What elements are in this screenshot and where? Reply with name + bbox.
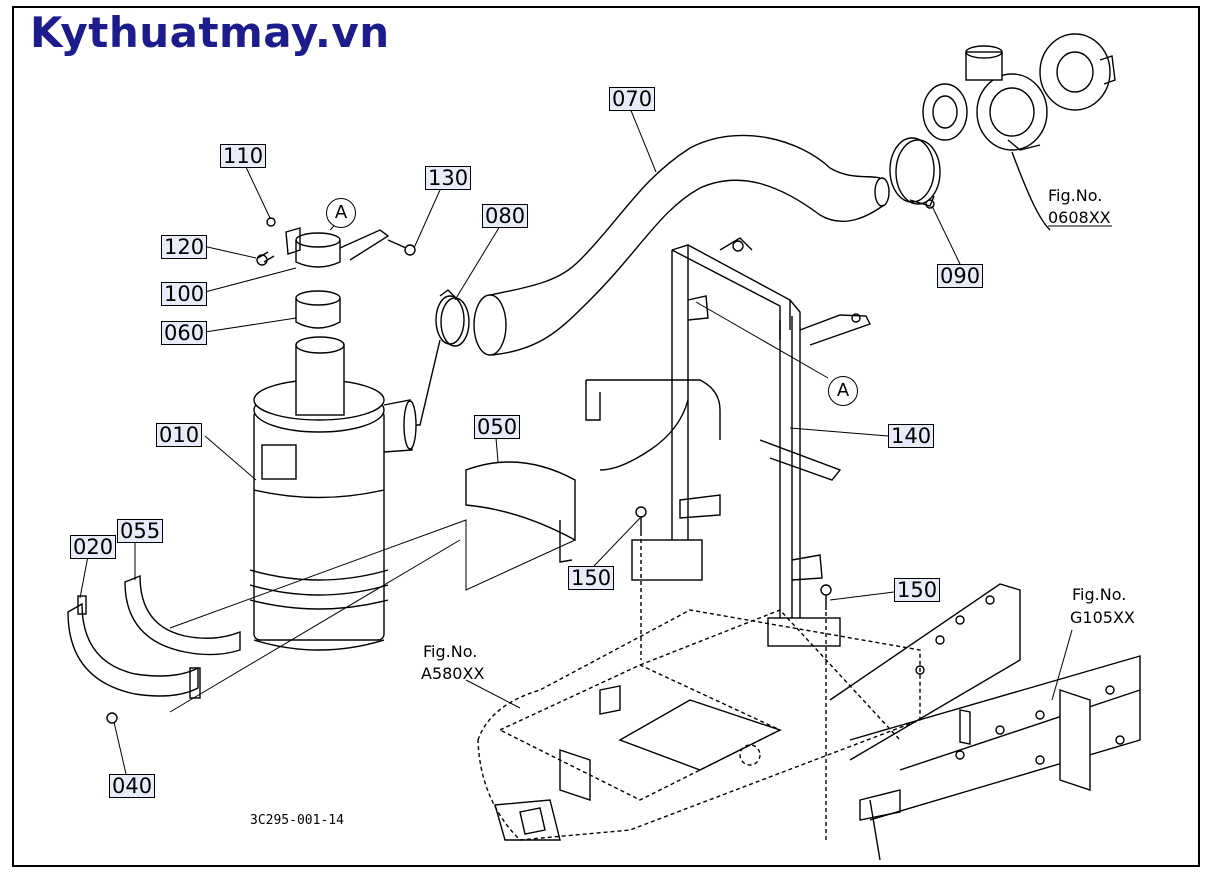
part-tag-110[interactable]: 110: [220, 144, 267, 168]
part-tag-040[interactable]: 040: [109, 774, 156, 798]
fig-ref-0608-label: Fig.No.: [1048, 186, 1103, 205]
bolt-040: [106, 712, 118, 724]
part-tag-130[interactable]: 130: [425, 166, 472, 190]
bolt-150: [635, 506, 832, 610]
diagram-frame: [12, 6, 1200, 867]
band-100: [256, 217, 416, 268]
lower-chassis: [494, 799, 561, 841]
part-tag-150-left[interactable]: 150: [568, 566, 615, 590]
ring-060: [295, 290, 341, 329]
fig-ref-g105-number[interactable]: G105XX: [1070, 608, 1135, 627]
air-cleaner-body: [249, 336, 441, 651]
drawing-code: 3C295-001-14: [250, 813, 344, 828]
brand-title: Kythuatmay.vn: [30, 8, 390, 57]
fig-ref-g105-label: Fig.No.: [1072, 585, 1127, 604]
part-tag-050[interactable]: 050: [474, 415, 521, 439]
chassis-frame: [829, 583, 1141, 861]
part-tag-070[interactable]: 070: [609, 87, 656, 111]
part-tag-055[interactable]: 055: [117, 519, 164, 543]
part-tag-060[interactable]: 060: [161, 321, 208, 345]
turbocharger: [922, 33, 1116, 231]
fig-ref-0608-number[interactable]: 0608XX: [1048, 208, 1111, 227]
shield-020: [67, 595, 201, 699]
part-tag-140[interactable]: 140: [888, 424, 935, 448]
floor-plate-inner: [559, 685, 782, 801]
part-tag-100[interactable]: 100: [161, 282, 208, 306]
part-tag-010[interactable]: 010: [156, 423, 203, 447]
part-tag-120[interactable]: 120: [161, 235, 208, 259]
part-tag-090[interactable]: 090: [937, 264, 984, 288]
fig-ref-a580-number[interactable]: A580XX: [421, 664, 485, 683]
part-tag-150-right[interactable]: 150: [894, 578, 941, 602]
hose-070: [473, 134, 890, 356]
shield-055: [124, 574, 241, 656]
callout-a-top: A: [326, 198, 356, 228]
part-tag-080[interactable]: 080: [482, 204, 529, 228]
fig-ref-a580-label: Fig.No.: [423, 642, 478, 661]
frame-bracket-140: [585, 237, 871, 647]
callout-a-right: A: [828, 376, 858, 406]
part-tag-020[interactable]: 020: [70, 535, 117, 559]
clamp-080: [435, 289, 470, 347]
leader-lines: [79, 107, 1112, 775]
clamp-090: [889, 137, 941, 209]
